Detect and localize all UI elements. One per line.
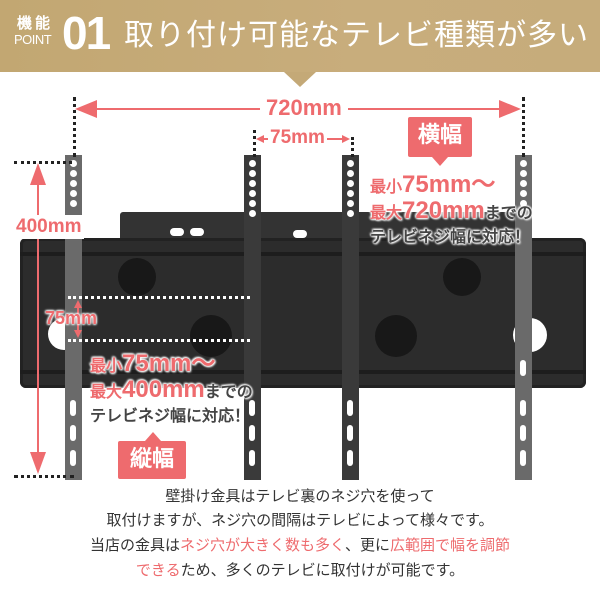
- plate-hole: [375, 315, 417, 357]
- guide-line: [14, 161, 72, 164]
- vertical-range-note: 最小75mm～ 最大400mmまでの テレビネジ幅に対応！: [90, 350, 253, 426]
- guide-line: [351, 137, 354, 157]
- arrow-left-icon: [75, 100, 97, 118]
- height-min-label: 75mm: [45, 308, 98, 328]
- arrow-up-icon: [74, 300, 82, 308]
- bracket-plate: [20, 238, 586, 388]
- guide-line: [522, 97, 525, 157]
- guide-line: [14, 475, 74, 478]
- plate-hole: [190, 315, 232, 357]
- arrow-down-icon: [30, 452, 46, 474]
- arrow-right-icon: [499, 100, 521, 118]
- point-label: POINT: [14, 32, 52, 47]
- vertical-height-badge: 縦幅: [118, 441, 186, 479]
- header-pointer: [284, 72, 316, 87]
- width-min-label: 75mm: [268, 126, 327, 150]
- vertical-arm: [342, 155, 359, 480]
- point-number: 01: [62, 7, 111, 59]
- guide-line: [73, 97, 76, 157]
- page-title: 取り付け可能なテレビ種類が多い: [124, 18, 589, 53]
- arrow-left-icon: [256, 135, 264, 143]
- dimension-line: [77, 307, 79, 332]
- guide-line: [68, 339, 250, 342]
- dimension-line: [37, 183, 39, 455]
- horizontal-range-note: 最小75mm～ 最大720mmまでの テレビネジ幅に対応！: [370, 171, 533, 247]
- guide-line: [253, 130, 256, 157]
- arrow-down-icon: [74, 330, 82, 338]
- plate-hole: [443, 258, 481, 296]
- description-line: できるため、多くのテレビに取付けが可能です。: [135, 561, 465, 579]
- width-max-label: 720mm: [260, 93, 348, 123]
- arrow-up-icon: [30, 163, 46, 185]
- plate-hole: [118, 258, 156, 296]
- horizontal-width-badge: 横幅: [408, 117, 472, 157]
- rail-slot: [170, 228, 184, 236]
- badge-pointer: [145, 432, 161, 441]
- vertical-arm: [515, 155, 532, 480]
- feature-label: 機能: [17, 14, 54, 32]
- guide-line: [68, 296, 250, 299]
- header-banner: [0, 0, 600, 72]
- badge-pointer: [432, 157, 448, 166]
- arrow-right-icon: [342, 135, 350, 143]
- vertical-arm: [244, 155, 261, 480]
- description-line: 壁掛け金具はテレビ裏のネジ穴を使って: [165, 487, 435, 505]
- bracket-edge: [20, 252, 586, 256]
- height-max-label: 400mm: [14, 215, 84, 239]
- rail-slot: [293, 230, 307, 238]
- description-line: 取付けますが、ネジ穴の間隔はテレビによって様々です。: [106, 511, 494, 529]
- bracket-edge: [20, 370, 586, 374]
- rail-slot: [190, 228, 204, 236]
- description-line: 当店の金具はネジ穴が大きく数も多く、更に広範囲で幅を調節: [89, 536, 511, 554]
